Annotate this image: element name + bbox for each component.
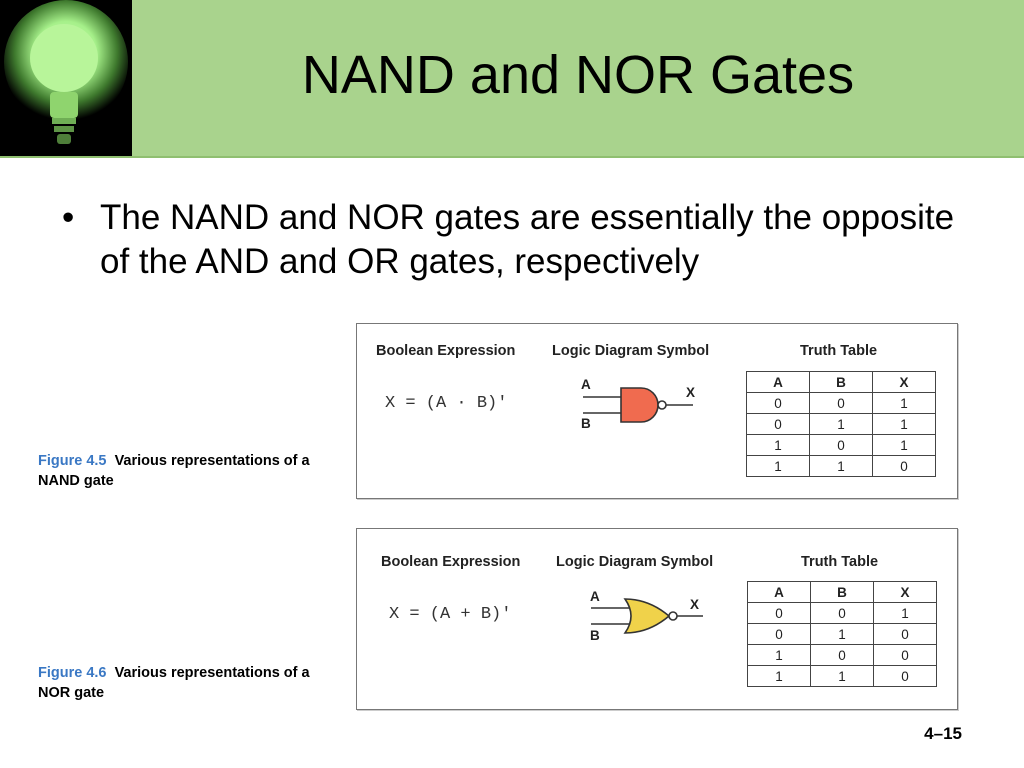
- nor-header-expression: Boolean Expression: [381, 554, 521, 570]
- nand-header-expression: Boolean Expression: [376, 343, 516, 359]
- nor-header-table: Truth Table: [801, 554, 879, 570]
- nand-header-table: Truth Table: [800, 343, 878, 359]
- nand-figure-caption: Figure 4.5 Various representations of a …: [38, 451, 338, 491]
- nor-figure-caption-text: Various representations of a NOR gate: [38, 665, 310, 701]
- table-cell: 1: [746, 434, 810, 456]
- table-header-row: A B X: [747, 581, 937, 603]
- table-cell: 0: [746, 392, 810, 414]
- table-cell: 0: [873, 665, 937, 687]
- nand-figure-number: Figure 4.5: [38, 453, 107, 469]
- nor-figure: Boolean Expression Logic Diagram Symbol …: [356, 528, 958, 710]
- table-cell: 1: [747, 665, 811, 687]
- nor-input-a-label: A: [590, 589, 600, 604]
- table-row: 1 0 0: [747, 644, 937, 666]
- nor-input-b-label: B: [590, 628, 600, 643]
- header-divider: [0, 156, 1024, 158]
- table-cell: 0: [872, 455, 936, 477]
- nor-output-label: X: [690, 597, 700, 612]
- table-cell: 0: [873, 644, 937, 666]
- nor-gate-symbol: [591, 598, 703, 634]
- column-header: X: [872, 371, 936, 393]
- table-row: 1 0 1: [746, 434, 936, 456]
- page-number: 4–15: [924, 724, 962, 743]
- table-row: 0 0 1: [747, 602, 937, 624]
- column-header: X: [873, 581, 937, 603]
- table-header-row: A B X: [746, 371, 936, 393]
- table-row: 0 0 1: [746, 392, 936, 414]
- nand-header-symbol: Logic Diagram Symbol: [552, 343, 710, 359]
- header-band: [132, 0, 1024, 156]
- nor-boolean-expression: X = (A + B)': [389, 605, 512, 624]
- nand-figure: Boolean Expression Logic Diagram Symbol …: [356, 323, 958, 499]
- table-cell: 1: [810, 665, 874, 687]
- table-row: 0 1 0: [747, 623, 937, 645]
- table-cell: 0: [746, 413, 810, 435]
- table-cell: 0: [810, 644, 874, 666]
- slide-title: NAND and NOR Gates: [301, 45, 855, 105]
- light-bulb-icon: [0, 0, 132, 156]
- nand-input-b-label: B: [581, 416, 591, 431]
- column-header: A: [747, 581, 811, 603]
- nand-gate-symbol: [583, 387, 693, 423]
- table-cell: 1: [747, 644, 811, 666]
- light-bulb-logo: [0, 0, 132, 156]
- table-cell: 0: [873, 623, 937, 645]
- table-cell: 0: [809, 392, 873, 414]
- table-row: 1 1 0: [747, 665, 937, 687]
- table-cell: 1: [872, 434, 936, 456]
- table-cell: 1: [809, 413, 873, 435]
- table-cell: 0: [747, 602, 811, 624]
- table-cell: 1: [872, 413, 936, 435]
- nor-figure-number: Figure 4.6: [38, 665, 107, 681]
- bullet-icon: •: [62, 198, 75, 237]
- nor-truth-table: A B X 0 0 1 0 1 0 1 0 0 1 1 0: [747, 581, 937, 687]
- table-cell: 0: [810, 602, 874, 624]
- nand-figure-caption-text: Various representations of a NAND gate: [38, 453, 310, 489]
- nor-header-symbol: Logic Diagram Symbol: [556, 554, 714, 570]
- column-header: B: [810, 581, 874, 603]
- table-cell: 0: [747, 623, 811, 645]
- nand-boolean-expression: X = (A · B)': [385, 394, 508, 413]
- nand-input-a-label: A: [581, 377, 591, 392]
- table-row: 0 1 1: [746, 413, 936, 435]
- bullet-text: The NAND and NOR gates are essentially t…: [100, 198, 955, 281]
- column-header: A: [746, 371, 810, 393]
- nand-output-label: X: [686, 385, 696, 400]
- table-cell: 1: [873, 602, 937, 624]
- table-cell: 1: [809, 455, 873, 477]
- table-cell: 1: [746, 455, 810, 477]
- table-cell: 1: [872, 392, 936, 414]
- table-cell: 0: [809, 434, 873, 456]
- column-header: B: [809, 371, 873, 393]
- table-row: 1 1 0: [746, 455, 936, 477]
- nand-truth-table: A B X 0 0 1 0 1 1 1 0 1 1 1 0: [746, 371, 936, 477]
- nor-figure-caption: Figure 4.6 Various representations of a …: [38, 663, 338, 703]
- table-cell: 1: [810, 623, 874, 645]
